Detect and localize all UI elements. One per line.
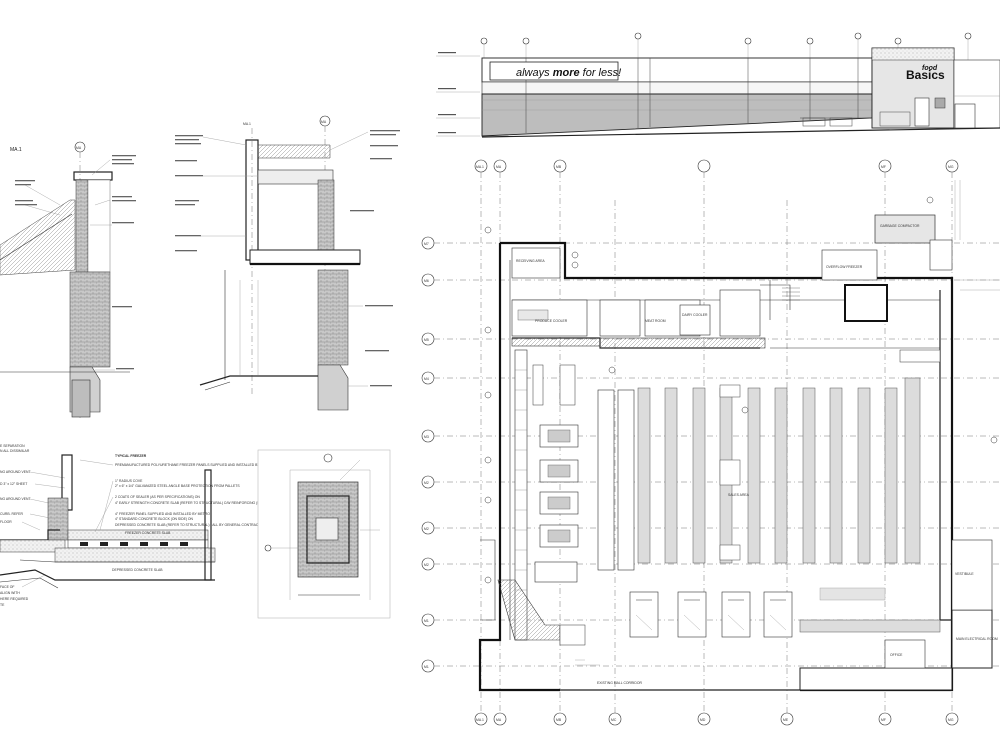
meat-room-label: MEAT ROOM <box>645 319 666 323</box>
grid-bubbles-left: M7 M6 M5 M4 M3 M2 M2 M2 M1 M1 <box>421 236 435 673</box>
produce-islands <box>532 364 635 583</box>
grocery-aisles <box>637 377 921 564</box>
svg-text:MF: MF <box>881 718 886 722</box>
svg-text:PREMANUFACTURED POLYURETHANE F: PREMANUFACTURED POLYURETHANE FREEZER PAN… <box>115 463 273 467</box>
floor-plan: MA.1 MA MB MF MG MA.1 MA MB MC MD ME MF … <box>421 159 1000 726</box>
svg-text:N ALL DISSIMILAR: N ALL DISSIMILAR <box>0 449 30 453</box>
svg-text:MB: MB <box>556 165 562 169</box>
grid-bubbles-top: MA.1 MA MB MF MG <box>474 159 959 173</box>
svg-text:2 COATS OF SEALER (AS PER SPEC: 2 COATS OF SEALER (AS PER SPECIFICATIONS… <box>115 495 200 499</box>
svg-text:M2: M2 <box>424 481 429 485</box>
svg-text:MG: MG <box>948 718 954 722</box>
svg-text:M1: M1 <box>424 665 429 669</box>
section-2-label-ma1: MA.1 <box>243 122 251 126</box>
svg-text:M4: M4 <box>424 377 429 381</box>
produce-label: PRODUCE COOLER <box>535 319 568 323</box>
svg-text:MA.1: MA.1 <box>476 718 484 722</box>
slogan-sign: always more for less! <box>516 67 621 79</box>
brand-food: food <box>922 65 938 72</box>
freezer-notes: PREMANUFACTURED POLYURETHANE FREEZER PAN… <box>115 463 307 527</box>
svg-text:MC: MC <box>611 718 617 722</box>
svg-text:FLOOR: FLOOR <box>0 520 12 524</box>
section-2-label-ma: MA <box>321 120 327 124</box>
svg-text:M2: M2 <box>424 563 429 567</box>
overflow-freezer-label: OVERFLOW FREEZER <box>826 265 863 269</box>
front-elevation: always more for less! food Basics <box>436 32 1000 138</box>
svg-text:M5: M5 <box>424 338 429 342</box>
wall-section-2: MA.1 MA <box>175 115 400 411</box>
section-2-notes <box>175 130 400 387</box>
svg-text:ALIGN WITH: ALIGN WITH <box>0 591 20 595</box>
section-1-label-ma1: MA.1 <box>10 147 22 153</box>
brand-basics: Basics <box>906 68 945 82</box>
svg-text:4" EARLY STRENGTH CONCRETE SLA: 4" EARLY STRENGTH CONCRETE SLAB (REFER T… <box>115 501 299 505</box>
svg-text:CURB. REFER: CURB. REFER <box>0 512 24 516</box>
svg-text:2" x 6" x 1/4" GALVANIZED STEE: 2" x 6" x 1/4" GALVANIZED STEEL ANGLE BA… <box>115 484 240 488</box>
depressed-slab-label: DEPRESSED CONCRETE SLAB <box>112 568 163 572</box>
vestibule-label: VESTIBULE <box>955 572 974 576</box>
svg-text:MA: MA <box>496 718 502 722</box>
dairy-label: DAIRY COOLER <box>682 313 708 317</box>
svg-text:M6: M6 <box>424 279 429 283</box>
svg-text:M1: M1 <box>424 619 429 623</box>
svg-text:4" STANDARD CONCRETE BLOCK (ON: 4" STANDARD CONCRETE BLOCK (ON SIDE) ON <box>115 517 194 521</box>
svg-text:MA: MA <box>496 165 502 169</box>
svg-text:4" FREEZER PANEL SUPPLIED AND: 4" FREEZER PANEL SUPPLIED AND INSTALLED … <box>115 512 210 516</box>
svg-text:MF: MF <box>881 165 886 169</box>
wall-section-1: MA.1 MA <box>0 141 136 420</box>
freezer-left-notes: E SEPARATION N ALL DISSIMILAR NG AROUND … <box>0 444 31 607</box>
receiving-label: RECEIVING AREA <box>516 259 545 263</box>
svg-text:M7: M7 <box>424 242 429 246</box>
freezer-detail-title: TYPICAL FREEZER <box>115 454 147 458</box>
section-1-label-ma: MA <box>76 146 82 150</box>
mall-corridor-label: EXISTING MALL CORRIDOR <box>597 681 642 685</box>
sales-area-label: SALES AREA <box>728 493 750 497</box>
svg-text:D 3" x 12" SHEET: D 3" x 12" SHEET <box>0 482 27 486</box>
svg-text:NG AROUND VENT: NG AROUND VENT <box>0 497 31 501</box>
garbage-label: GARBAGE COMPACTOR <box>880 224 920 228</box>
freezer-slab-label: FREEZER CONCRETE SLAB <box>125 531 171 535</box>
office-label: OFFICE <box>890 653 903 657</box>
svg-text:TE: TE <box>0 603 5 607</box>
electrical-room-label: MAIN ELECTRICAL ROOM <box>956 637 998 641</box>
grid-bubbles-bottom: MA.1 MA MB MC MD ME MF MG <box>474 712 959 726</box>
svg-text:MD: MD <box>700 718 706 722</box>
plan-markers <box>484 196 998 584</box>
svg-text:MA.1: MA.1 <box>476 165 484 169</box>
svg-text:M3: M3 <box>424 435 429 439</box>
checkout-lanes <box>629 591 793 638</box>
enlarged-plan-detail <box>257 449 391 619</box>
svg-text:E SEPARATION: E SEPARATION <box>0 444 25 448</box>
svg-text:MB: MB <box>556 718 562 722</box>
section-1-notes <box>15 155 136 370</box>
svg-text:MG: MG <box>948 165 954 169</box>
svg-text:NG AROUND VENT: NG AROUND VENT <box>0 470 31 474</box>
svg-text:HERE REQUIRED: HERE REQUIRED <box>0 597 29 601</box>
svg-text:1" RADIUS COVE: 1" RADIUS COVE <box>115 479 143 483</box>
freezer-detail: E SEPARATION N ALL DISSIMILAR NG AROUND … <box>0 444 307 607</box>
svg-text:DEPRESSED CONCRETE SLAB (REFER: DEPRESSED CONCRETE SLAB (REFER TO STRUCT… <box>115 523 307 527</box>
svg-text:ME: ME <box>783 718 789 722</box>
svg-text:M2: M2 <box>424 527 429 531</box>
svg-text:FACE OF: FACE OF <box>0 585 15 589</box>
